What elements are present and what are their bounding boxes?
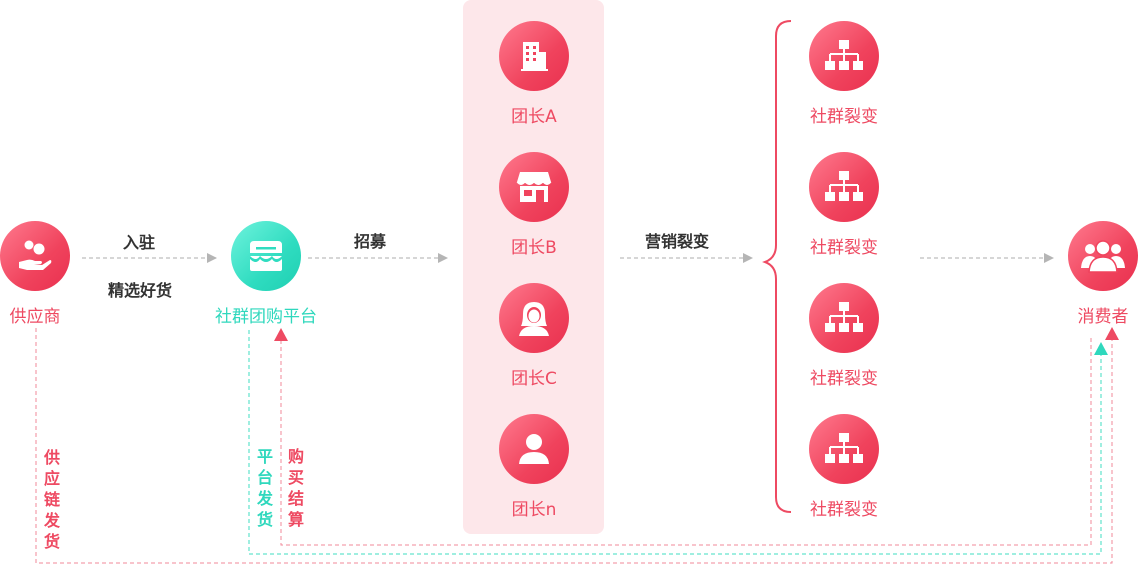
shop-icon: [516, 172, 552, 202]
consumer-label: 消费者: [1077, 307, 1129, 327]
fission-label-3: 社群裂变: [810, 369, 878, 389]
org-tree-icon: [825, 40, 863, 70]
flow-supply-chain-label: 供应链发货: [43, 448, 60, 551]
flow-platform-shipping: [248, 330, 1102, 555]
fission-node-3: [809, 283, 879, 353]
woman-icon: [519, 302, 549, 336]
hand-coins-icon: [19, 240, 52, 270]
building-icon: [521, 42, 548, 71]
flow-platform-shipping-label: 平台发货: [256, 447, 273, 529]
fission-node-1: [809, 21, 879, 91]
fission-node-4: [809, 414, 879, 484]
leader-c-label: 团长C: [511, 369, 557, 389]
org-tree-icon: [825, 302, 863, 332]
platform-node: [231, 221, 301, 291]
group-users-icon: [1081, 240, 1125, 273]
leader-c-node: [499, 283, 569, 353]
leader-a-label: 团长A: [511, 107, 557, 127]
edge-settle-in: 入驻: [122, 233, 155, 252]
org-tree-icon: [825, 433, 863, 463]
fission-brace: [762, 20, 792, 513]
flow-purchase-settlement-label: 购买结算: [287, 447, 304, 529]
consumer-node: [1068, 221, 1138, 291]
flow-purchase-settlement: [280, 338, 1092, 546]
storefront-icon: [250, 241, 282, 271]
edge-marketing-fission: 营销裂变: [644, 232, 709, 251]
leader-b-node: [499, 152, 569, 222]
supplier-node: [0, 221, 70, 291]
org-tree-icon: [825, 171, 863, 201]
leader-n-label: 团长n: [511, 500, 557, 520]
edge-recruit: 招募: [353, 232, 386, 251]
fission-node-2: [809, 152, 879, 222]
leader-b-label: 团长B: [511, 238, 557, 258]
person-icon: [519, 434, 549, 464]
fission-label-1: 社群裂变: [810, 107, 878, 127]
leader-n-node: [499, 414, 569, 484]
fission-label-4: 社群裂变: [810, 500, 878, 520]
leader-a-node: [499, 21, 569, 91]
flow-supply-chain: [35, 328, 1113, 564]
supplier-label: 供应商: [9, 307, 61, 327]
fission-label-2: 社群裂变: [810, 238, 878, 258]
edge-select-goods: 精选好货: [107, 281, 172, 300]
platform-label: 社群团购平台: [215, 307, 317, 327]
